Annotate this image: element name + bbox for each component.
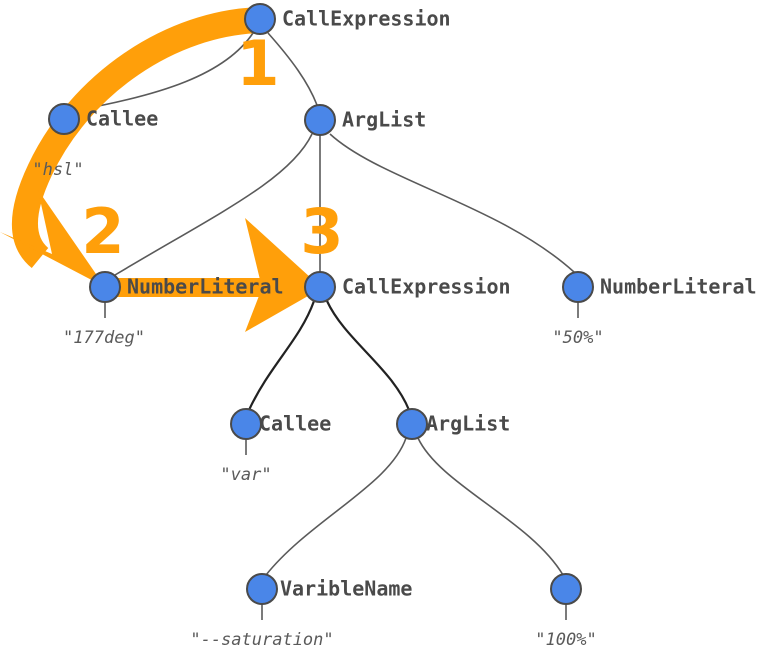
node-circle[interactable]	[396, 408, 428, 440]
node-value: "--saturation"	[190, 630, 333, 650]
straight-arrow-shaft	[105, 278, 280, 297]
curved-arrow-head	[0, 190, 105, 287]
edge-arglist-variblename	[265, 437, 407, 576]
node-circle[interactable]	[550, 573, 582, 605]
annotation-step-numbers: 1 2 3	[81, 27, 343, 268]
node-circle[interactable]	[48, 103, 80, 135]
edge-callexpression-callee-var	[248, 300, 316, 411]
node-label: CallExpression	[342, 275, 511, 299]
annotation-curved-arrow	[0, 7, 263, 287]
node-callee-hsl[interactable]: Callee "hsl"	[32, 103, 158, 180]
node-label: NumberLiteral	[127, 275, 284, 299]
straight-arrow-head	[245, 218, 322, 332]
node-label: NumberLiteral	[600, 275, 757, 299]
step-number-3: 3	[300, 195, 343, 268]
node-callee-var[interactable]: Callee "var"	[220, 408, 331, 485]
node-circle[interactable]	[246, 573, 278, 605]
node-label: VaribleName	[280, 577, 412, 601]
node-label: Callee	[259, 412, 331, 436]
edge-callexpression-callee	[77, 32, 254, 111]
node-circle[interactable]	[89, 271, 121, 303]
node-value: "var"	[220, 465, 271, 485]
node-variblename[interactable]: VaribleName "--saturation"	[190, 573, 412, 650]
step-number-1: 1	[236, 27, 279, 100]
node-value: "177deg"	[63, 328, 145, 348]
node-circle[interactable]	[230, 408, 262, 440]
node-value: "100%"	[535, 630, 596, 650]
edge-callexpression-arglist	[267, 32, 318, 106]
node-numberliteral-50[interactable]: NumberLiteral "50%"	[552, 271, 757, 348]
node-circle[interactable]	[304, 271, 336, 303]
node-arglist-root[interactable]: ArgList	[304, 104, 426, 136]
node-label: Callee	[86, 107, 158, 131]
edge-callexpression-arglist-inner	[326, 300, 411, 411]
node-label: ArgList	[342, 108, 426, 132]
node-label: CallExpression	[282, 7, 451, 31]
node-numberliteral-100[interactable]: "100%"	[535, 573, 597, 650]
edge-group	[77, 32, 575, 576]
step-number-2: 2	[81, 195, 124, 268]
node-label: ArgList	[426, 412, 510, 436]
node-group: CallExpression Callee "hsl" ArgList Numb…	[32, 3, 757, 650]
edge-arglist-numberliteral-100	[417, 437, 564, 576]
node-callexpression-nested[interactable]: CallExpression	[304, 271, 511, 303]
node-arglist-nested[interactable]: ArgList	[396, 408, 510, 440]
node-circle[interactable]	[244, 3, 276, 35]
node-numberliteral-177deg[interactable]: NumberLiteral "177deg"	[63, 271, 284, 348]
node-value: "50%"	[552, 328, 603, 348]
curved-arrow-band	[11, 7, 263, 269]
node-circle[interactable]	[562, 271, 594, 303]
node-value: "hsl"	[32, 160, 83, 180]
node-callexpression-root[interactable]: CallExpression	[244, 3, 451, 35]
edge-arglist-numberliteral-177deg	[114, 133, 313, 276]
edge-arglist-numberliteral-50	[329, 133, 575, 273]
node-circle[interactable]	[304, 104, 336, 136]
annotation-straight-arrow	[105, 218, 322, 332]
